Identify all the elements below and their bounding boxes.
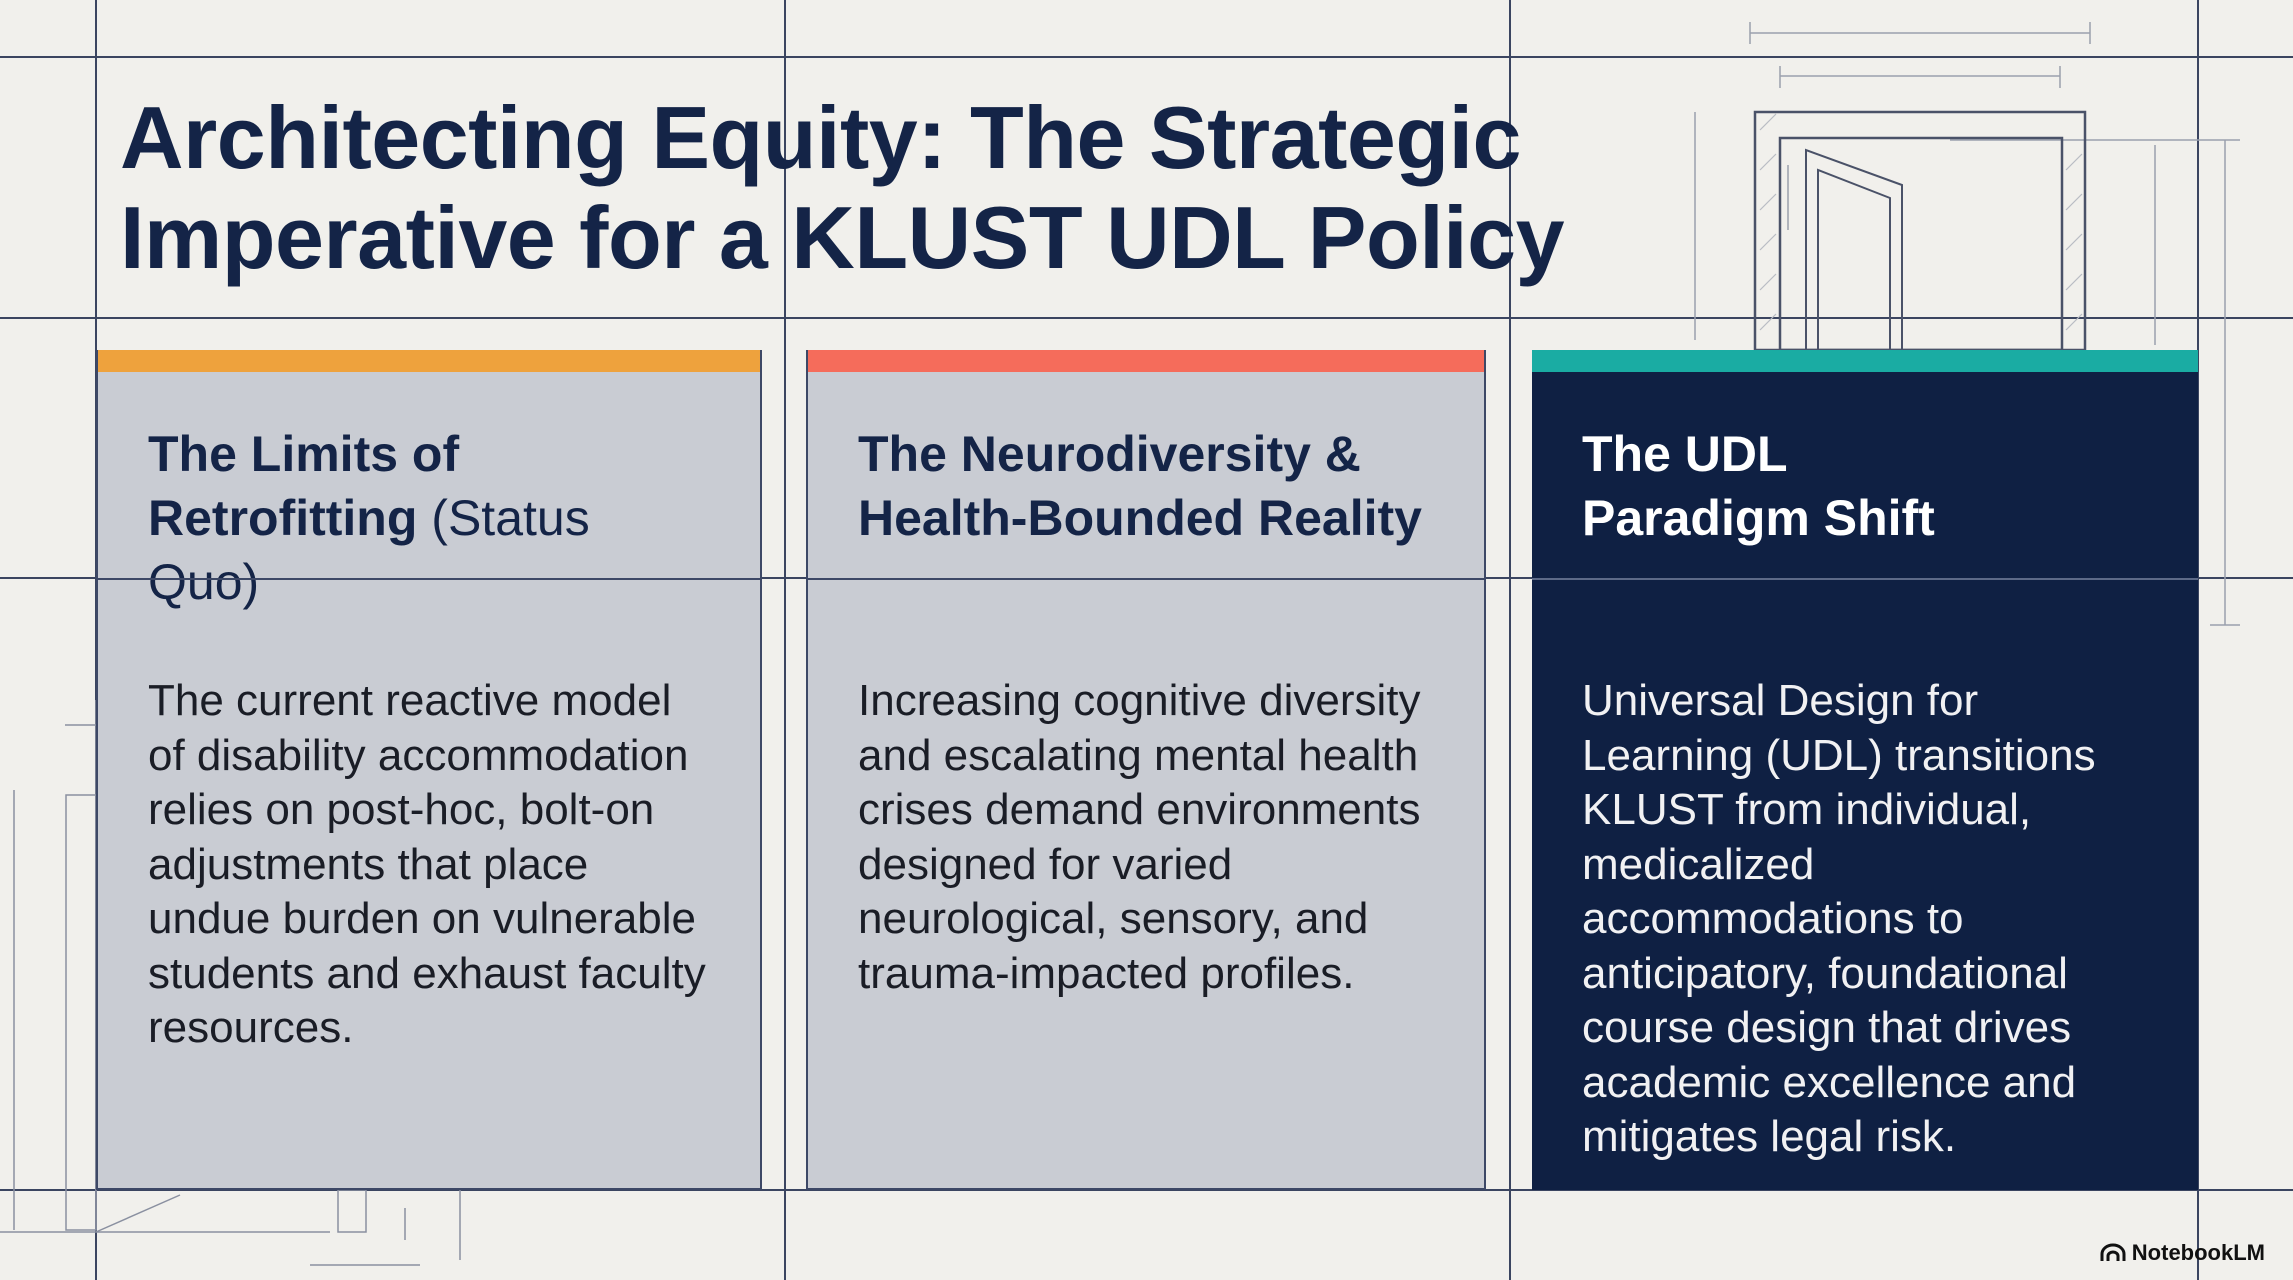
- card-heading-qualifier: (Status Quo): [148, 490, 590, 610]
- card-neurodiversity: The Neurodiversity & Health-Bounded Real…: [806, 350, 1486, 1190]
- card-heading-line-1: The UDL: [1582, 426, 1788, 482]
- card-body: The current reactive model of disability…: [148, 676, 706, 1052]
- notebooklm-logo-icon: [2100, 1243, 2126, 1261]
- card-header: The UDL Paradigm Shift: [1532, 372, 2198, 578]
- card-body: Increasing cognitive diversity and escal…: [858, 676, 1421, 998]
- card-heading: The Limits of Retrofitting (Status Quo): [148, 422, 710, 614]
- notebooklm-watermark: NotebookLM: [2100, 1240, 2265, 1266]
- card-divider: [808, 578, 1484, 580]
- card-accent-bar: [808, 350, 1484, 372]
- card-udl-paradigm-shift: The UDL Paradigm Shift Universal Design …: [1532, 350, 2198, 1190]
- card-heading-line-1: The Neurodiversity &: [858, 426, 1361, 482]
- title-line-1: Architecting Equity: The Strategic: [120, 88, 1521, 187]
- card-body: Universal Design for Learning (UDL) tran…: [1582, 676, 2096, 1161]
- card-header: The Limits of Retrofitting (Status Quo): [98, 372, 760, 610]
- card-heading-line-2: Health-Bounded Reality: [858, 490, 1422, 546]
- card-heading: The UDL Paradigm Shift: [1582, 422, 2148, 550]
- card-divider: [1532, 578, 2198, 580]
- card-heading-line-1: The Limits of: [148, 426, 460, 482]
- card-limits-of-retrofitting: The Limits of Retrofitting (Status Quo) …: [96, 350, 762, 1190]
- card-heading: The Neurodiversity & Health-Bounded Real…: [858, 422, 1434, 550]
- brand-label: NotebookLM: [2131, 1240, 2265, 1265]
- card-accent-bar: [98, 350, 760, 372]
- card-header: The Neurodiversity & Health-Bounded Real…: [808, 372, 1484, 578]
- card-heading-line-2: Paradigm Shift: [1582, 490, 1935, 546]
- title-line-2: Imperative for a KLUST UDL Policy: [120, 188, 1565, 287]
- page-title: Architecting Equity: The Strategic Imper…: [120, 88, 1570, 288]
- card-accent-bar: [1532, 350, 2198, 372]
- card-heading-line-2: Retrofitting: [148, 490, 418, 546]
- card-divider: [98, 578, 760, 580]
